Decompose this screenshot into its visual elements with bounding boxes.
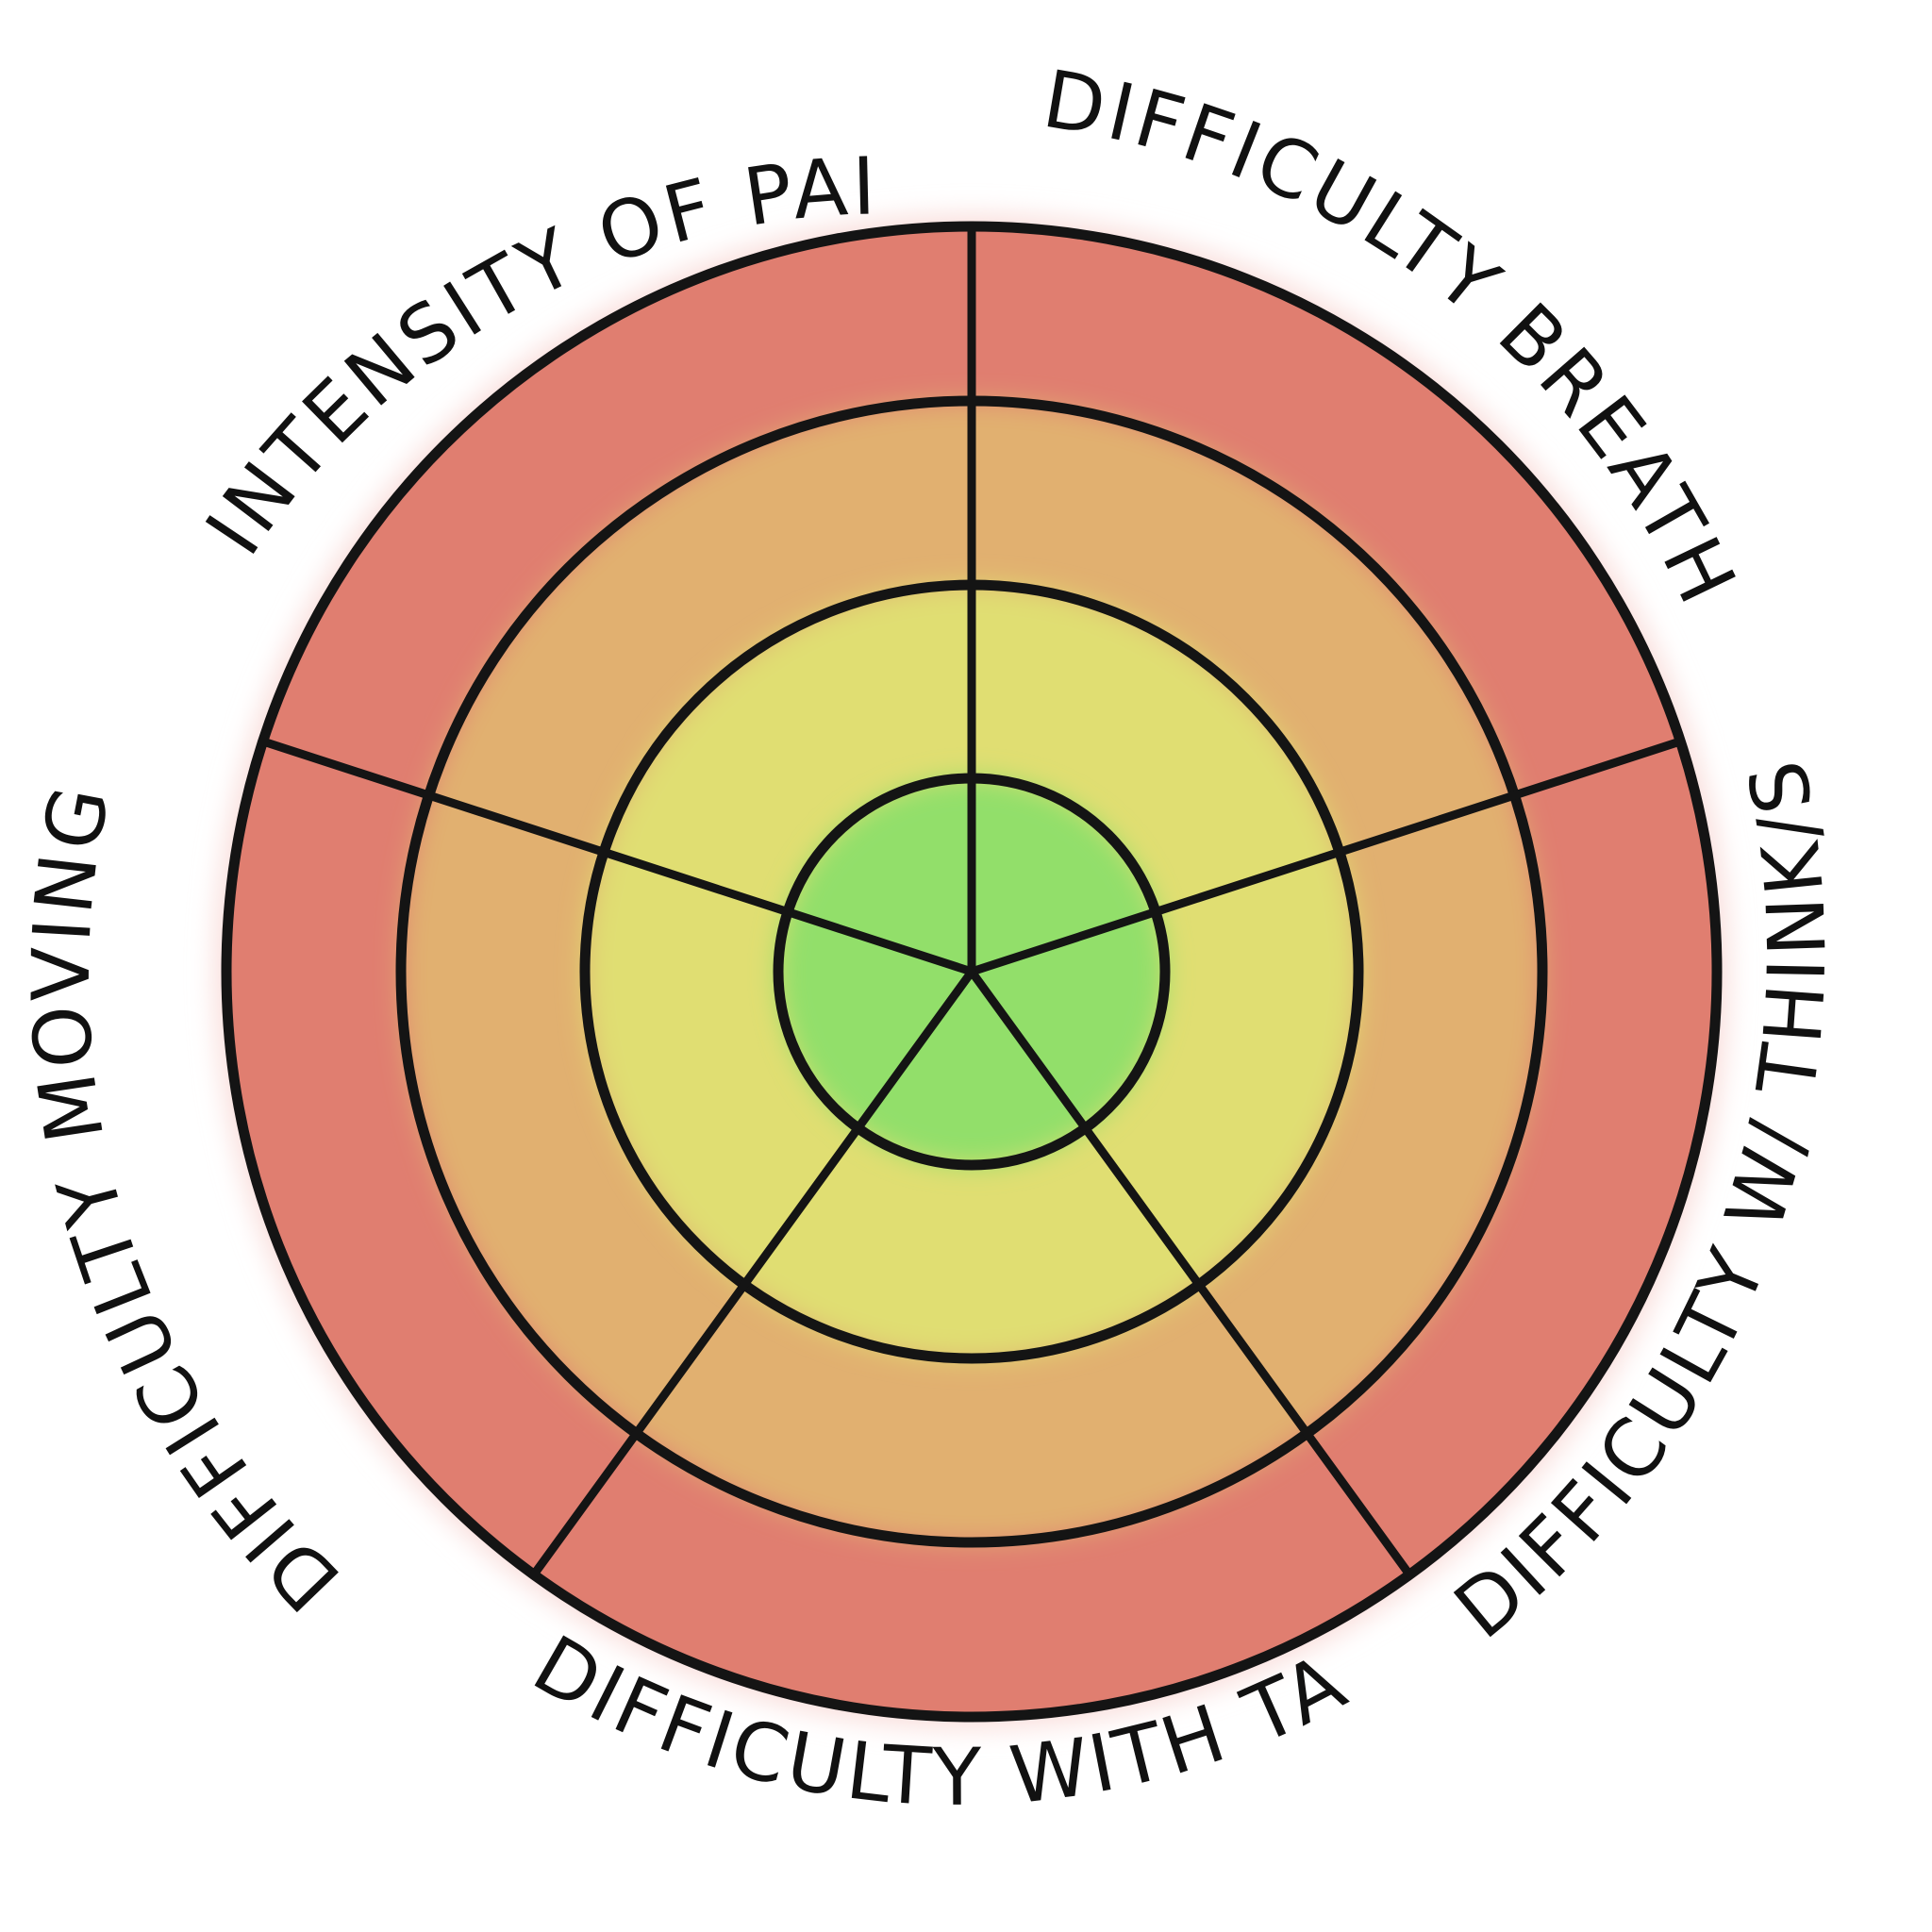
- spoke-right: [967, 737, 1685, 976]
- spoke-left: [258, 737, 976, 976]
- spoke-bottom-left: [529, 967, 976, 1579]
- spoke-bottom-right: [967, 967, 1414, 1579]
